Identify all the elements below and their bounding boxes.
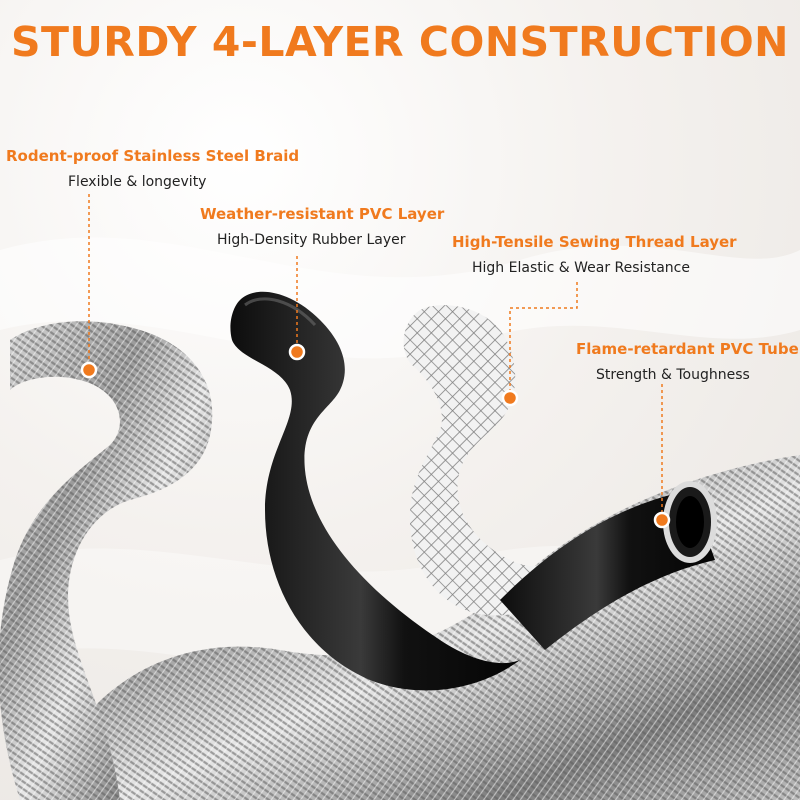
callout-pvc-tube: Flame-retardant PVC Tube Strength & Toug… <box>576 339 799 385</box>
callout-thread-layer: High-Tensile Sewing Thread Layer High El… <box>452 232 737 278</box>
inner-pvc-tube <box>500 481 717 650</box>
marker-dot-thread-layer <box>501 389 519 407</box>
marker-dots <box>80 343 671 529</box>
callout-detail: High-Density Rubber Layer <box>217 232 406 248</box>
thread-mesh-layer <box>403 305 575 616</box>
steel-braid-layer <box>0 321 213 800</box>
callout-steel-braid: Rodent-proof Stainless Steel Braid Flexi… <box>6 146 299 192</box>
marker-dot-steel-braid <box>80 361 98 379</box>
pvc-weather-layer <box>230 291 520 691</box>
callout-detail: Flexible & longevity <box>68 174 207 190</box>
callout-heading: High-Tensile Sewing Thread Layer <box>452 233 737 251</box>
callout-pvc-layer: Weather-resistant PVC Layer High-Density… <box>200 204 444 250</box>
callout-heading: Flame-retardant PVC Tube <box>576 340 799 358</box>
callout-heading: Weather-resistant PVC Layer <box>200 205 445 223</box>
leader-lines <box>88 194 663 518</box>
marker-dot-pvc-tube <box>653 511 671 529</box>
callout-detail: High Elastic & Wear Resistance <box>472 260 690 276</box>
callout-heading: Rodent-proof Stainless Steel Braid <box>6 147 300 165</box>
callout-detail: Strength & Toughness <box>596 367 750 383</box>
marker-dot-pvc-layer <box>288 343 306 361</box>
page-title: STURDY 4-LAYER CONSTRUCTION <box>11 18 789 66</box>
